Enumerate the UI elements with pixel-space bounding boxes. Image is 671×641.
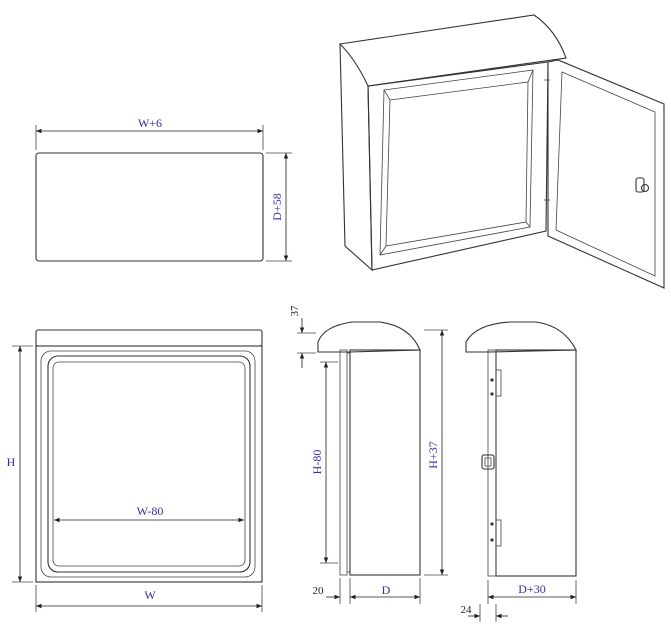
right-door-edge bbox=[487, 349, 497, 577]
top-view-outline bbox=[35, 152, 264, 262]
front-body bbox=[35, 345, 263, 583]
iso-roof bbox=[338, 14, 567, 87]
side-body bbox=[349, 349, 421, 576]
iso-door bbox=[547, 59, 665, 289]
side-flange bbox=[339, 349, 348, 576]
right-side-view: D+30 24 bbox=[461, 321, 577, 622]
right-roof bbox=[465, 321, 577, 353]
latch-icon bbox=[481, 454, 495, 470]
iso-front-frame bbox=[367, 61, 549, 271]
label-top-depth: D+58 bbox=[270, 193, 284, 220]
iso-left-side bbox=[339, 43, 373, 272]
label-side-flange: 20 bbox=[313, 585, 325, 597]
front-roof bbox=[35, 329, 263, 347]
label-top-width: W+6 bbox=[138, 116, 162, 130]
top-view: W+6 D+58 bbox=[35, 116, 292, 262]
label-side-total-height: H+37 bbox=[426, 441, 440, 468]
hinge-icon bbox=[490, 519, 502, 547]
label-front-height: H bbox=[7, 455, 16, 469]
isometric-view bbox=[338, 14, 665, 289]
front-view: H W W-80 bbox=[7, 329, 263, 612]
side-roof bbox=[317, 321, 421, 353]
right-body bbox=[495, 349, 577, 577]
label-front-width: W bbox=[144, 588, 156, 602]
label-right-depth: D+30 bbox=[518, 582, 545, 596]
lock-icon bbox=[635, 177, 650, 193]
label-side-inner-height: H-80 bbox=[310, 450, 324, 475]
label-side-top-offset: 37 bbox=[289, 305, 301, 317]
label-front-inner-width: W-80 bbox=[137, 504, 164, 518]
front-door-frame bbox=[47, 355, 251, 573]
hinge-icon bbox=[490, 369, 502, 397]
iso-opening bbox=[379, 69, 534, 256]
label-right-offset: 24 bbox=[461, 604, 473, 616]
side-view: 37 H-80 H+37 20 D bbox=[289, 305, 448, 604]
label-side-depth: D bbox=[382, 583, 391, 597]
